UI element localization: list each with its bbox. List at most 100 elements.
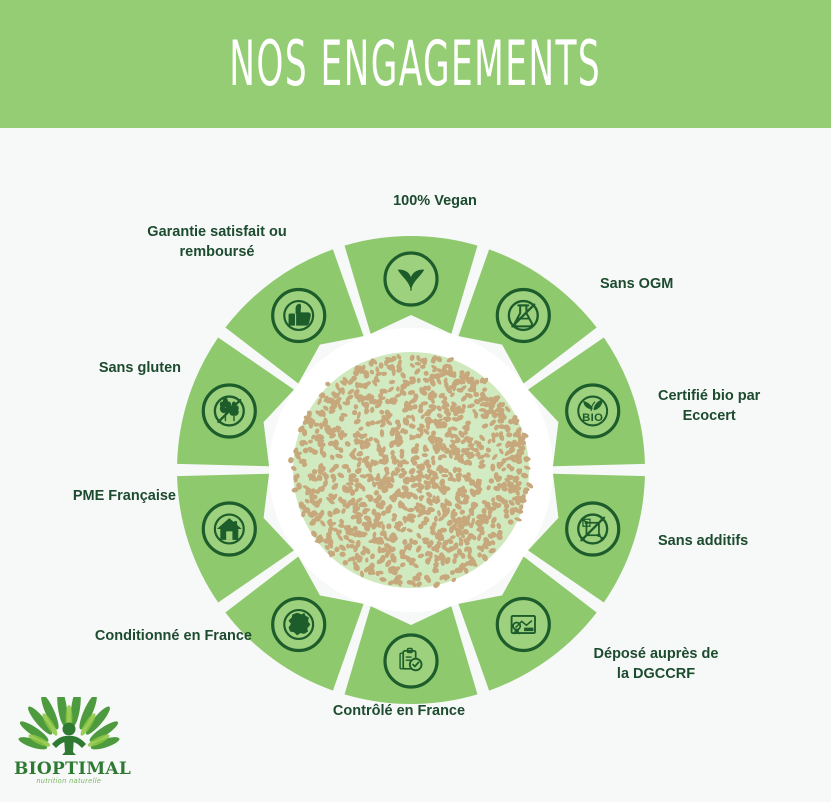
seed [507, 519, 514, 525]
seed [469, 488, 475, 494]
seed [341, 387, 345, 395]
france-map-icon-glyph [283, 608, 315, 641]
seed [327, 397, 334, 405]
seed [419, 473, 425, 479]
seed [308, 448, 314, 453]
france-map-icon[interactable] [271, 596, 327, 653]
seed [479, 401, 486, 407]
engagements-wheel-infographic: BIO [0, 128, 831, 802]
seed [512, 439, 519, 447]
seed [516, 468, 523, 475]
seed [378, 362, 384, 369]
seed [467, 460, 473, 466]
seed [406, 543, 412, 551]
wheel-label-dgccrf-line2: la DGCCRF [616, 665, 696, 682]
seed [348, 476, 355, 483]
seed [491, 410, 498, 419]
seed [379, 577, 387, 582]
seed [426, 463, 432, 470]
seed [421, 537, 430, 542]
house-icon[interactable] [201, 501, 257, 557]
seed [445, 387, 453, 394]
seed [410, 446, 417, 454]
seed [487, 438, 492, 445]
seed [479, 459, 485, 465]
seed [416, 581, 422, 588]
seed [483, 377, 489, 385]
seed [383, 466, 390, 472]
seed [419, 358, 425, 363]
leaves-icon[interactable] [383, 251, 439, 307]
seed [342, 499, 347, 508]
seed [483, 453, 491, 458]
seed [324, 425, 331, 432]
seed [299, 440, 307, 446]
seed [423, 480, 429, 486]
seed [388, 379, 396, 385]
seed [518, 439, 523, 445]
seed [418, 403, 424, 409]
seed [463, 430, 468, 436]
seed [504, 450, 511, 457]
seed [486, 541, 493, 547]
seed [357, 396, 361, 403]
certificate-icon[interactable] [495, 596, 551, 653]
seed [364, 442, 371, 449]
no-additives-molecule-icon[interactable] [565, 501, 621, 557]
seed [435, 437, 444, 443]
seed [514, 517, 522, 522]
seed [314, 434, 321, 442]
seed [509, 508, 516, 516]
seed [464, 447, 471, 452]
seed [320, 520, 326, 527]
seed [328, 525, 333, 533]
seed [438, 464, 444, 471]
seed [442, 363, 450, 369]
seed [471, 517, 475, 526]
seed [363, 401, 369, 410]
clipboard-check-icon[interactable] [383, 633, 439, 689]
seed [472, 408, 477, 415]
seed [387, 484, 394, 489]
seed [361, 485, 366, 492]
seed [353, 530, 360, 538]
seed [377, 539, 385, 545]
seed [368, 360, 374, 367]
seed [376, 473, 380, 479]
seed [467, 533, 475, 539]
seed [391, 459, 398, 465]
seed [419, 465, 425, 471]
seed [434, 544, 441, 549]
seed [345, 482, 354, 486]
seed [429, 379, 436, 387]
bio-certified-icon[interactable]: BIO [565, 383, 621, 439]
seed [391, 493, 397, 499]
seed [389, 428, 396, 437]
seed [436, 368, 443, 373]
seed [364, 525, 371, 532]
seed [305, 488, 312, 496]
seed [352, 432, 361, 437]
seed [451, 401, 457, 407]
seed [477, 552, 482, 558]
seed [426, 498, 432, 504]
no-gmo-flask-icon[interactable] [495, 287, 551, 344]
wheel-label-pme-francaise-text: PME Française [72, 488, 176, 504]
seed [382, 457, 389, 465]
bio-certified-icon-glyph: BIO [577, 395, 609, 427]
seed [495, 502, 502, 509]
seed [459, 370, 465, 376]
seed [432, 474, 439, 480]
seed [440, 445, 445, 452]
seed [381, 446, 386, 454]
wheel-label-vegan-text: 100% Vegan [393, 193, 477, 209]
seed [346, 467, 352, 474]
thumbs-up-icon[interactable] [271, 287, 327, 344]
seed [416, 545, 422, 553]
seed [461, 515, 468, 523]
seed [373, 437, 380, 444]
seed [361, 521, 368, 527]
seed [441, 473, 449, 478]
seed [495, 395, 501, 401]
no-gluten-wheat-icon[interactable] [201, 383, 257, 439]
